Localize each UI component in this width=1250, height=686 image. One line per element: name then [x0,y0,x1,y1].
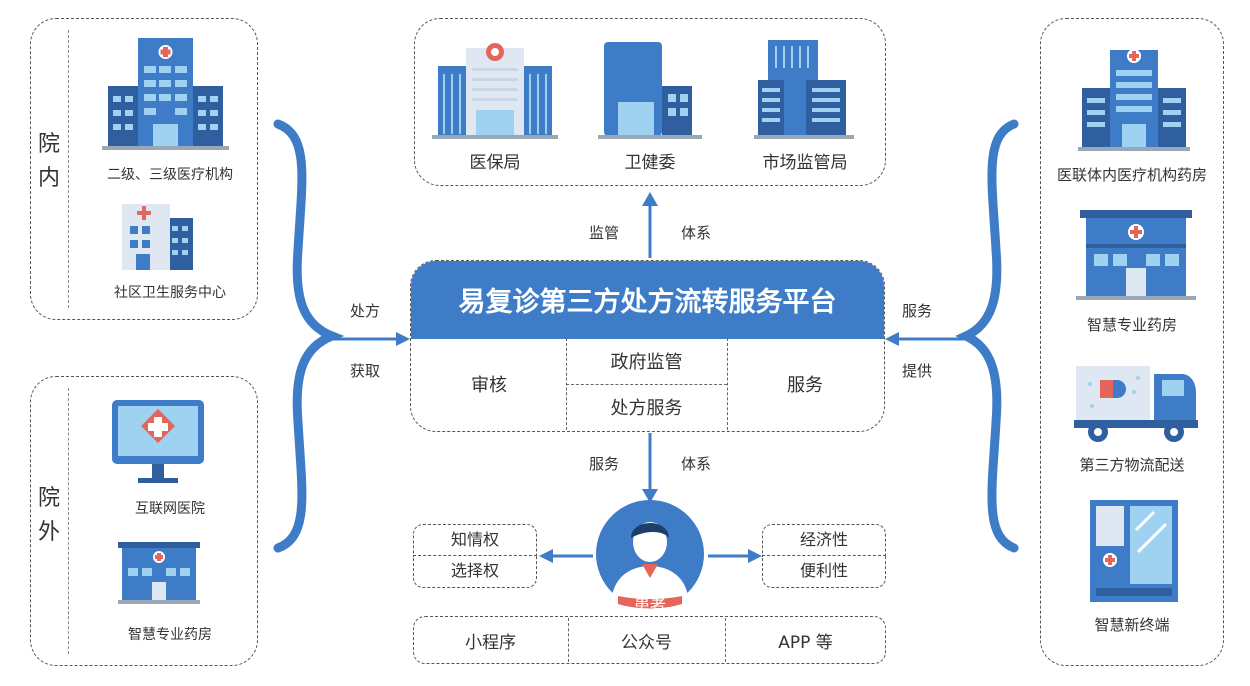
hospital-external-divider [68,388,69,654]
channel-official-account: 公众号 [621,632,672,653]
tertiary-hospital-label: 二级、三级医疗机构 [107,167,233,183]
patient-arrow-right [708,549,762,563]
platform-header [411,261,884,339]
hospital-internal-title: 院内 [37,132,60,191]
patient-avatar-icon [596,500,704,610]
left-brace-icon [273,119,345,553]
alliance-hospital-pharmacy-label: 医联体内医疗机构药房 [1056,166,1207,184]
arrow-label-acquire: 获取 [349,362,380,380]
platform-cell-prescription-service: 处方服务 [610,398,683,419]
platform-cell-service: 服务 [787,375,823,396]
channels-divider-2 [725,618,726,662]
prescription-arrow-right [332,332,410,346]
hospital-external-box [30,376,258,666]
medical-insurance-bureau-label: 医保局 [469,153,521,173]
tag-economy: 经济性 [762,524,886,556]
arrow-label-service-right: 服务 [901,302,932,320]
service-arrow-left [885,332,965,346]
community-health-center-icon [122,204,193,270]
arrow-label-system-bottom: 体系 [680,455,711,473]
platform-cell-review: 审核 [471,375,507,396]
internet-hospital-label: 互联网医院 [135,501,205,517]
tertiary-hospital-icon [102,38,229,150]
arrow-label-supervision: 监管 [588,224,619,242]
internet-hospital-icon [112,400,204,483]
channels-bar [413,616,886,664]
platform-cell-gov-supervision: 政府监管 [610,352,683,373]
arrow-label-system-top: 体系 [680,224,711,242]
arrow-label-provide: 提供 [901,362,932,380]
service-provider-box [1040,18,1224,666]
platform-title: 易复诊第三方处方流转服务平台 [458,287,837,318]
smart-pharmacy-label-left: 智慧专业药房 [128,627,212,643]
alliance-hospital-pharmacy-icon [1078,49,1190,151]
smart-terminal-label: 智慧新终端 [1094,616,1170,634]
channel-app: APP 等 [778,632,833,653]
tag-convenience: 便利性 [762,556,886,588]
right-brace-icon [955,119,1019,553]
logistics-truck-icon [1074,366,1198,442]
health-commission-label: 卫健委 [624,153,676,173]
tag-right-to-know: 知情权 [413,524,537,556]
tag-right-to-choose: 选择权 [413,556,537,588]
smart-pharmacy-label-right: 智慧专业药房 [1086,316,1177,334]
channel-mini-program: 小程序 [465,632,516,653]
medical-insurance-bureau-icon [432,43,558,139]
supervision-arrow-up [642,192,658,258]
hospital-internal-box [30,18,258,320]
smart-pharmacy-icon-left [118,542,200,604]
platform-box [410,260,885,432]
community-health-center-label: 社区卫生服务中心 [114,285,226,301]
regulator-box [414,18,886,186]
market-regulation-bureau-label: 市场监管局 [762,153,848,173]
patient-label: 患者 [633,596,666,615]
market-regulation-bureau-icon [754,40,854,139]
channels-divider-1 [568,618,569,662]
smart-pharmacy-icon-right [1076,210,1196,300]
arrow-label-prescription: 处方 [349,302,380,320]
patient-arrow-left [539,549,593,563]
platform-divider-mid [566,384,727,385]
logistics-label: 第三方物流配送 [1079,456,1185,474]
arrow-label-service-bottom: 服务 [588,455,619,473]
platform-divider-right [727,338,728,430]
hospital-internal-divider [68,30,69,308]
health-commission-icon [598,42,702,139]
hospital-external-title: 院外 [37,486,60,545]
smart-terminal-icon [1090,500,1178,602]
service-arrow-down [642,433,658,503]
